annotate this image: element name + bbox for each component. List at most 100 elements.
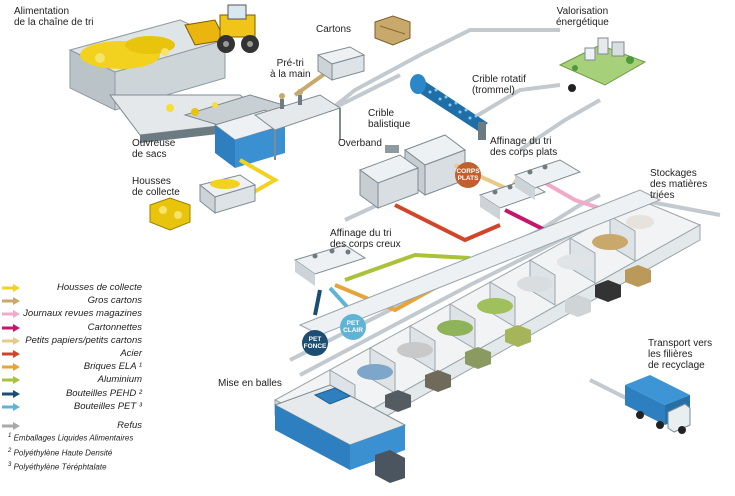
label-affinage-plats-line2: des corps plats: [490, 147, 558, 158]
footnote: 1 Emballages Liquides Alimentaires: [8, 430, 133, 445]
pre-sort-platform: [253, 89, 342, 160]
bales: [385, 265, 651, 412]
legend-item: Gros cartons: [2, 295, 162, 308]
label-stockages-line1: Stockages: [650, 168, 697, 179]
legend-label: Aluminium: [97, 374, 142, 386]
label-crible-rotatif-line2: (trommel): [472, 85, 515, 96]
legend-arrow-icon: [2, 376, 20, 385]
badge-corps-plats-line1: CORPS: [456, 168, 480, 175]
legend-label: Acier: [120, 347, 142, 359]
housses-bin: [198, 174, 257, 215]
legend-arrow-icon: [2, 363, 20, 372]
truck: [625, 375, 691, 434]
label-crible-rotatif: Crible rotatif (trommel): [472, 74, 526, 96]
footnote-text: Polyéthylène Téréphtalate: [11, 462, 107, 472]
feed-hopper: [68, 19, 227, 111]
legend-label: Bouteilles PET ³: [73, 400, 142, 412]
aluminium-flow: [344, 252, 471, 282]
badge-pet-clair-line2: CLAIR: [343, 327, 363, 334]
label-crible-balistique-line1: Crible: [368, 108, 395, 119]
label-affinage-plats: Affinage du tri des corps plats: [490, 136, 557, 158]
acier-flow: [394, 203, 501, 243]
label-ouvreuse-line1: Ouvreuse: [132, 138, 176, 149]
legend-item: Refus: [2, 420, 162, 433]
label-housses-line1: Housses: [132, 176, 171, 187]
legend-label: Housses de collecte: [56, 282, 142, 293]
label-pretri: Pré-tri à la main: [270, 58, 311, 80]
badge-pet-fonce-line1: PET: [308, 336, 322, 343]
pehd-flow: [313, 289, 322, 316]
legend-item: Cartonnettes: [2, 322, 162, 335]
label-transport-line3: de recyclage: [648, 360, 705, 371]
label-housses-line2: de collecte: [132, 187, 180, 198]
label-affinage-creux-line1: Affinage du tri: [330, 228, 392, 239]
legend-label: Refus: [117, 419, 142, 431]
footnote: 3 Polyéthylène Téréphtalate: [8, 459, 133, 474]
legend-item: Bouteilles PEHD ²: [2, 388, 162, 401]
legend-label: Journaux revues magazines: [23, 308, 142, 320]
legend-arrow-icon: [2, 336, 20, 345]
cartons-bin: [316, 46, 366, 81]
label-transport-line1: Transport vers: [648, 338, 713, 349]
energy-plant: [558, 37, 647, 92]
housses-bale: [149, 197, 191, 231]
footnote-text: Polyéthylène Haute Densité: [11, 448, 113, 458]
legend-item: Bouteilles PET ³: [2, 401, 162, 414]
label-overband: Overband: [338, 138, 382, 149]
label-affinage-creux: Affinage du tri des corps creux: [330, 228, 401, 250]
label-pretri-line2: à la main: [270, 69, 311, 80]
legend-item: Petits papiers/petits cartons: [2, 335, 162, 348]
label-alimentation-line1: Alimentation: [14, 6, 70, 17]
label-crible-balistique: Crible balistique: [368, 108, 410, 130]
badge-corps-plats: CORPS PLATS: [455, 162, 481, 188]
label-stockages-line3: triées: [650, 190, 675, 201]
legend-arrow-icon: [2, 389, 20, 398]
legend-label: Briques ELA ¹: [83, 361, 142, 373]
badge-pet-fonce: PET FONCE: [302, 330, 328, 356]
footnote-number: 1: [8, 433, 12, 439]
legend-arrow-icon: [2, 349, 20, 358]
label-ouvreuse-line2: de sacs: [132, 149, 167, 160]
hollow-sort-station: [293, 244, 367, 286]
footnote-text: Emballages Liquides Alimentaires: [11, 433, 134, 443]
label-housses: Housses de collecte: [132, 176, 180, 198]
legend-label: Gros cartons: [87, 295, 142, 307]
label-affinage-plats-line1: Affinage du tri: [490, 136, 552, 147]
legend-item: Journaux revues magazines: [2, 308, 162, 321]
legend-arrow-icon: [2, 297, 20, 306]
trommel: [410, 74, 488, 140]
legend-label: Bouteilles PEHD ²: [65, 387, 142, 399]
label-alimentation: Alimentation de la chaîne de tri: [14, 6, 94, 28]
legend-arrow-icon: [2, 402, 20, 411]
label-valorisation-line1: Valorisation: [556, 6, 609, 17]
footnote: 2 Polyéthylène Haute Densité: [8, 445, 133, 460]
label-crible-rotatif-line1: Crible rotatif: [472, 74, 526, 85]
baling-press: [273, 384, 407, 483]
overband: [358, 145, 420, 209]
label-affinage-creux-line2: des corps creux: [330, 239, 401, 250]
cartons-bale: [374, 15, 411, 46]
legend-arrow-icon: [2, 421, 20, 430]
legend-item: Aluminium: [2, 374, 162, 387]
label-transport: Transport vers les filières de recyclage: [648, 338, 712, 371]
footnote-number: 2: [8, 447, 12, 454]
label-crible-balistique-line2: balistique: [368, 119, 411, 130]
flat-sort-station-2: [513, 159, 582, 200]
label-pretri-line1: Pré-tri: [276, 58, 304, 69]
badge-corps-plats-line2: PLATS: [457, 175, 479, 182]
label-stockages: Stockages des matières triées: [650, 168, 707, 201]
legend-arrow-icon: [2, 323, 20, 332]
footnote-number: 3: [8, 462, 12, 469]
label-cartons: Cartons: [316, 24, 352, 35]
label-stockages-line2: des matières: [650, 179, 708, 190]
label-valorisation: Valorisation énergétique: [556, 6, 609, 28]
label-mise-en-balles: Mise en balles: [218, 378, 282, 389]
badge-pet-clair-line1: PET: [346, 320, 360, 327]
legend-arrow-icon: [2, 284, 20, 292]
badge-pet-fonce-line2: FONCE: [303, 343, 327, 350]
label-alimentation-line2: de la chaîne de tri: [14, 17, 94, 28]
